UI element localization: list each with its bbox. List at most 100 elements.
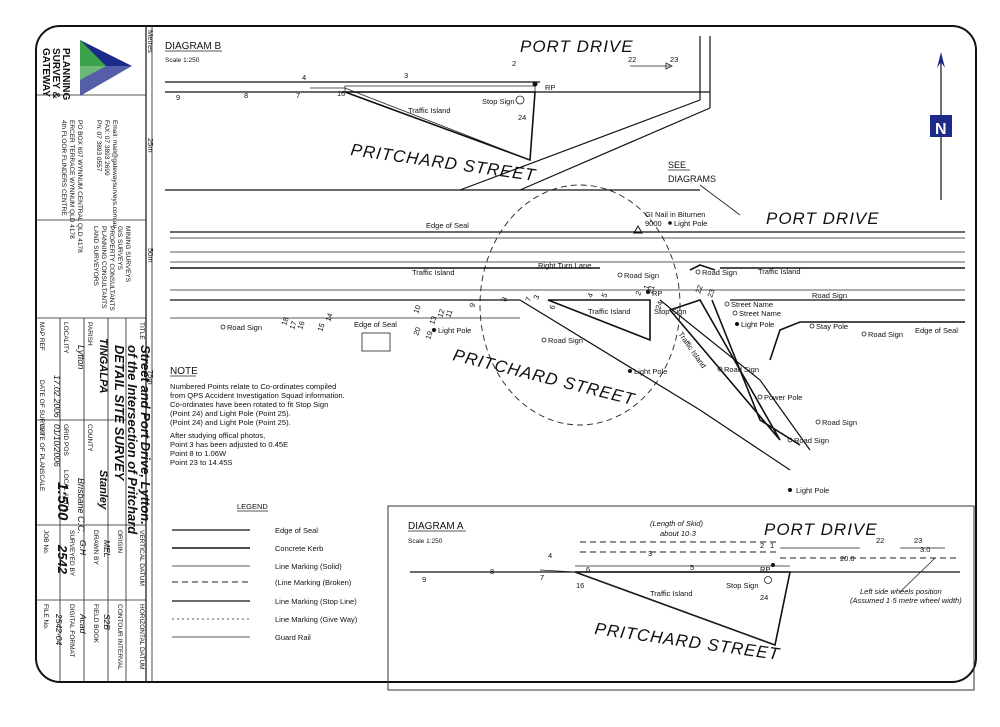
road-sign-3: Road Sign: [702, 268, 737, 277]
note-line-1: Numbered Points relate to Co-ordinates c…: [170, 382, 336, 391]
main-point-17: 17: [287, 320, 298, 331]
light-pole-4: Light Pole: [796, 486, 829, 495]
company-name-1: GATEWAY: [40, 48, 51, 97]
service-5: MINING SURVEYS: [124, 226, 131, 283]
main-point-20: 20: [411, 326, 422, 337]
diagram-b-point-4: 4: [302, 73, 306, 82]
diagram-a-rp: RP: [760, 565, 770, 574]
diagram-a-port-drive: PORT DRIVE: [764, 520, 878, 539]
sheet-border: [35, 25, 977, 683]
diagram-a-point-16: 16: [576, 581, 584, 590]
road-sign-6: Road Sign: [868, 330, 903, 339]
stay-pole: Stay Pole: [816, 322, 848, 331]
diagram-b-point-16: 16: [337, 89, 345, 98]
road-sign-8: Road Sign: [822, 418, 857, 427]
diagram-b: DIAGRAM B Scale 1:250 PORT DRIVE RP Stop…: [165, 36, 711, 191]
light-pole-2: Light Pole: [634, 367, 667, 376]
diagram-a-point-6: 6: [586, 565, 590, 574]
main-point-6: 6: [547, 304, 557, 311]
main-point-12: 12: [435, 308, 446, 319]
diagram-b-rp: RP: [545, 83, 555, 92]
scale-label: SCALE: [38, 470, 45, 492]
note-line-5: (Point 24) and Light Pole (Point 25).: [170, 418, 291, 427]
legend-item-2: Concrete Kerb: [275, 544, 323, 553]
diagram-a-scale: Scale 1:250: [408, 538, 443, 545]
legend-item-3: Line Marking (Solid): [275, 562, 342, 571]
diagram-a-point-22: 22: [876, 536, 884, 545]
address-3: PO BOX 697 WYNNUM CENTRAL QLD 4178: [76, 120, 83, 253]
company-name-3: PLANNING: [60, 48, 71, 100]
diagram-a-traffic-island: Traffic Island: [650, 589, 693, 598]
service-1: LAND SURVEYORS: [92, 226, 99, 287]
note-line-4: (Point 24) and Light Pole (Point 25).: [170, 409, 291, 418]
main-right-turn-lane: Right Turn Lane: [538, 261, 591, 270]
diagram-b-point-2: 2: [512, 59, 516, 68]
diagram-b-scale: Scale 1:250: [165, 57, 200, 64]
main-point-10: 10: [411, 304, 422, 315]
main-edge-of-seal-3: Edge of Seal: [915, 326, 958, 335]
benchmark-2: 9000: [645, 219, 662, 228]
main-traffic-island-centre: Traffic Island: [588, 307, 631, 316]
field-book-value: S2B: [102, 614, 112, 630]
main-point-24: 24: [653, 300, 664, 311]
note-line-9: Point 8 to 1.06W: [170, 449, 227, 458]
service-4: GIS SURVEYS: [116, 226, 123, 271]
main-point-11: 11: [443, 308, 454, 318]
main-point-19: 19: [423, 330, 434, 341]
diagram-a-wheels-2: (Assumed 1·5 metre wheel width): [850, 596, 962, 605]
job-label: JOB No.: [42, 530, 49, 555]
main-point-5: 5: [599, 292, 609, 299]
company-name-2: SURVEY &: [50, 48, 61, 99]
main-point-15: 15: [315, 322, 326, 333]
main-edge-of-seal-2: Edge of Seal: [354, 320, 397, 329]
light-pole-1: Light Pole: [438, 326, 471, 335]
job-value: 2542: [55, 544, 70, 575]
vertical-datum-label: VERTICAL DATUM: [138, 530, 145, 586]
county-value: Stanley: [97, 470, 109, 510]
diagram-a-point-5: 5: [690, 563, 694, 572]
digital-label: DIGITAL FORMAT: [68, 604, 75, 657]
legend: LEGEND Edge of Seal Concrete Kerb Line M…: [172, 502, 358, 642]
surveyed-label: SURVEYED BY: [68, 530, 75, 577]
road-sign-1: Road Sign: [227, 323, 262, 332]
ruler-label-25: 25m: [146, 138, 155, 153]
map-ref-label: MAP REF: [38, 322, 45, 351]
diagram-a-pritchard-street: PRITCHARD STREET: [593, 619, 781, 664]
main-port-drive: PORT DRIVE: [766, 209, 880, 228]
road-sign-2: Road Sign: [624, 271, 659, 280]
note-heading: NOTE: [170, 366, 198, 377]
main-traffic-island-left: Traffic Island: [412, 268, 455, 277]
title-line-3: Street and Port Drive, Lytton.: [138, 345, 153, 525]
service-2: PLANNING CONSULTANTS: [100, 226, 107, 309]
note-line-7: After studying offical photos,: [170, 431, 265, 440]
origin-label: ORIGIN: [116, 530, 123, 553]
horizontal-datum-label: HORIZONTAL DATUM: [138, 604, 145, 670]
diagram-b-port-drive: PORT DRIVE: [520, 37, 634, 56]
address-2: ERCER TERRACE WYNNUM QLD 4178: [68, 120, 75, 239]
main-light-pole-top: Light Pole: [674, 219, 707, 228]
drawn-value: MEL: [102, 540, 112, 558]
diagram-a-dim-20: 20.0: [840, 554, 855, 563]
grid-label: GRID POS: [62, 424, 69, 456]
diagram-b-pritchard-street: PRITCHARD STREET: [349, 140, 537, 185]
note-block: NOTE Numbered Points relate to Co-ordina…: [170, 366, 345, 467]
legend-heading: LEGEND: [237, 502, 268, 511]
diagram-a-point-23: 23: [914, 536, 922, 545]
legend-item-4: (Line Marking (Broken): [275, 578, 352, 587]
diagram-a-skid-1: (Length of Skid): [650, 519, 703, 528]
locality-label: LOCALITY: [62, 322, 69, 354]
diagram-a-point-24: 24: [760, 593, 768, 602]
parish-value: TINGALPA: [97, 338, 109, 393]
note-line-3: Co-ordinates have been rotated to fit St…: [170, 400, 328, 409]
diagram-a-point-7: 7: [540, 573, 544, 582]
note-line-2: from QPS Accident Investigation Squad in…: [170, 391, 345, 400]
title-block: GATEWAY SURVEY & PLANNING Ph: 07 3893 05…: [36, 26, 153, 682]
contact-phone: Ph: 07 3893 0557: [95, 120, 102, 172]
main-point-14: 14: [323, 312, 334, 323]
road-sign-5: Road Sign: [548, 336, 583, 345]
contact-email: Email: mail@gatewaysurveys.com.au: [111, 120, 118, 228]
note-line-8: Point 3 has been adjusted to 0.45E: [170, 440, 288, 449]
north-arrow: N: [930, 52, 952, 200]
diagram-b-point-7: 7: [296, 91, 300, 100]
